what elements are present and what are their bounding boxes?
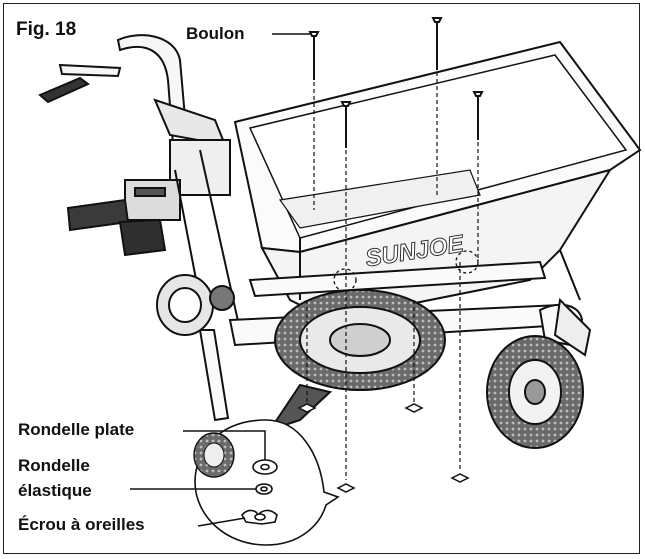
bolt-1 xyxy=(308,31,320,80)
flat-washer-part xyxy=(252,459,278,475)
wing-nuts-underside xyxy=(297,403,470,493)
callout-flat-washer: Rondelle plate xyxy=(18,420,135,439)
bolt-2 xyxy=(431,17,443,70)
wing-nut-d xyxy=(450,473,470,483)
wing-nut-part xyxy=(241,509,278,525)
spring-washer-part xyxy=(255,483,273,495)
figure-frame xyxy=(3,3,640,554)
handle-assembly xyxy=(38,34,241,331)
callout-wing-nut: Écrou à oreilles xyxy=(18,515,145,534)
hole-highlights xyxy=(333,250,479,292)
wing-nut-a xyxy=(297,403,317,413)
left-wheel xyxy=(156,274,235,336)
wing-nut-b xyxy=(404,403,424,413)
leader-wing-nut xyxy=(197,517,246,527)
right-wheel xyxy=(486,335,584,449)
callout-spring-washer-line2: élastique xyxy=(18,481,92,500)
figure-number: Fig. 18 xyxy=(16,19,77,40)
callout-bolt: Boulon xyxy=(186,24,245,43)
bolt-4 xyxy=(472,91,484,140)
bolt-set xyxy=(308,17,484,148)
bolt-3 xyxy=(340,101,352,148)
drive-wheel xyxy=(267,289,446,432)
callout-spring-washer-line1: Rondelle xyxy=(18,456,90,475)
leader-flat-washer xyxy=(183,430,266,460)
leader-lines xyxy=(130,33,310,527)
detail-callout-bubble xyxy=(193,419,340,546)
wing-nut-c xyxy=(336,483,356,493)
insertion-lines xyxy=(306,72,479,480)
